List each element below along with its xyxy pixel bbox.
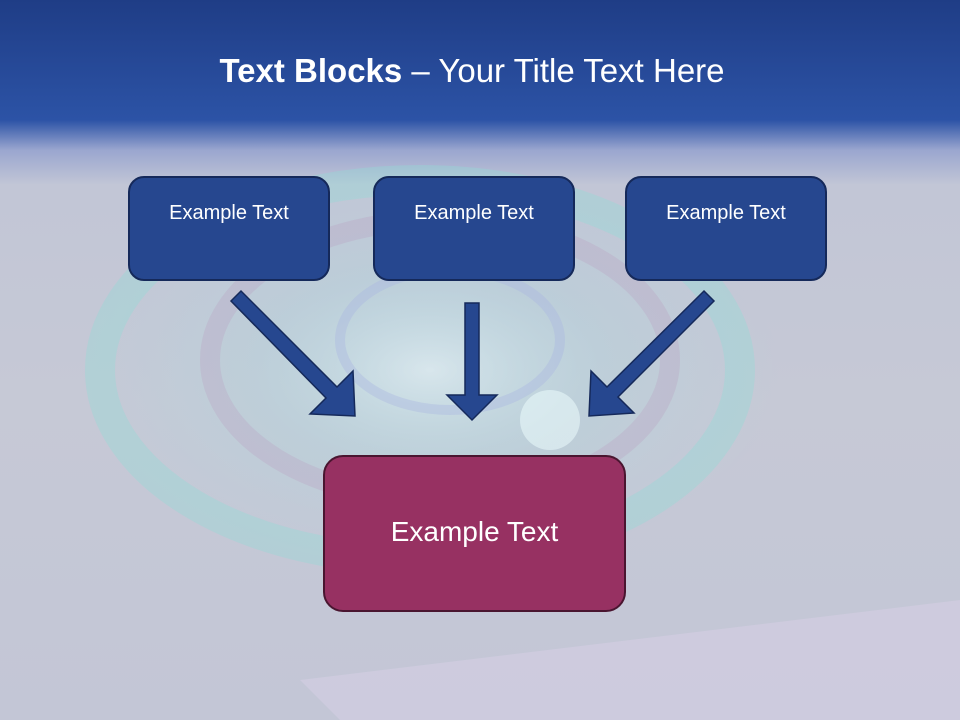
title-rest: – Your Title Text Here (402, 52, 725, 89)
target-text-block-label: Example Text (390, 515, 559, 547)
text-block-2-label: Example Text (414, 202, 534, 224)
text-block-2[interactable]: Example Text (373, 176, 575, 281)
title-bold: Text Blocks (219, 52, 403, 89)
arrow-down-right (229, 289, 356, 417)
text-block-3-label: Example Text (666, 202, 786, 224)
arrow-down-left (588, 289, 716, 417)
text-block-1[interactable]: Example Text (128, 176, 330, 281)
text-block-3[interactable]: Example Text (625, 176, 827, 281)
slide-title: Text Blocks – Your Title Text Here (0, 52, 944, 90)
text-block-1-label: Example Text (169, 202, 289, 224)
arrow-down (445, 302, 499, 422)
target-text-block[interactable]: Example Text (323, 455, 626, 612)
